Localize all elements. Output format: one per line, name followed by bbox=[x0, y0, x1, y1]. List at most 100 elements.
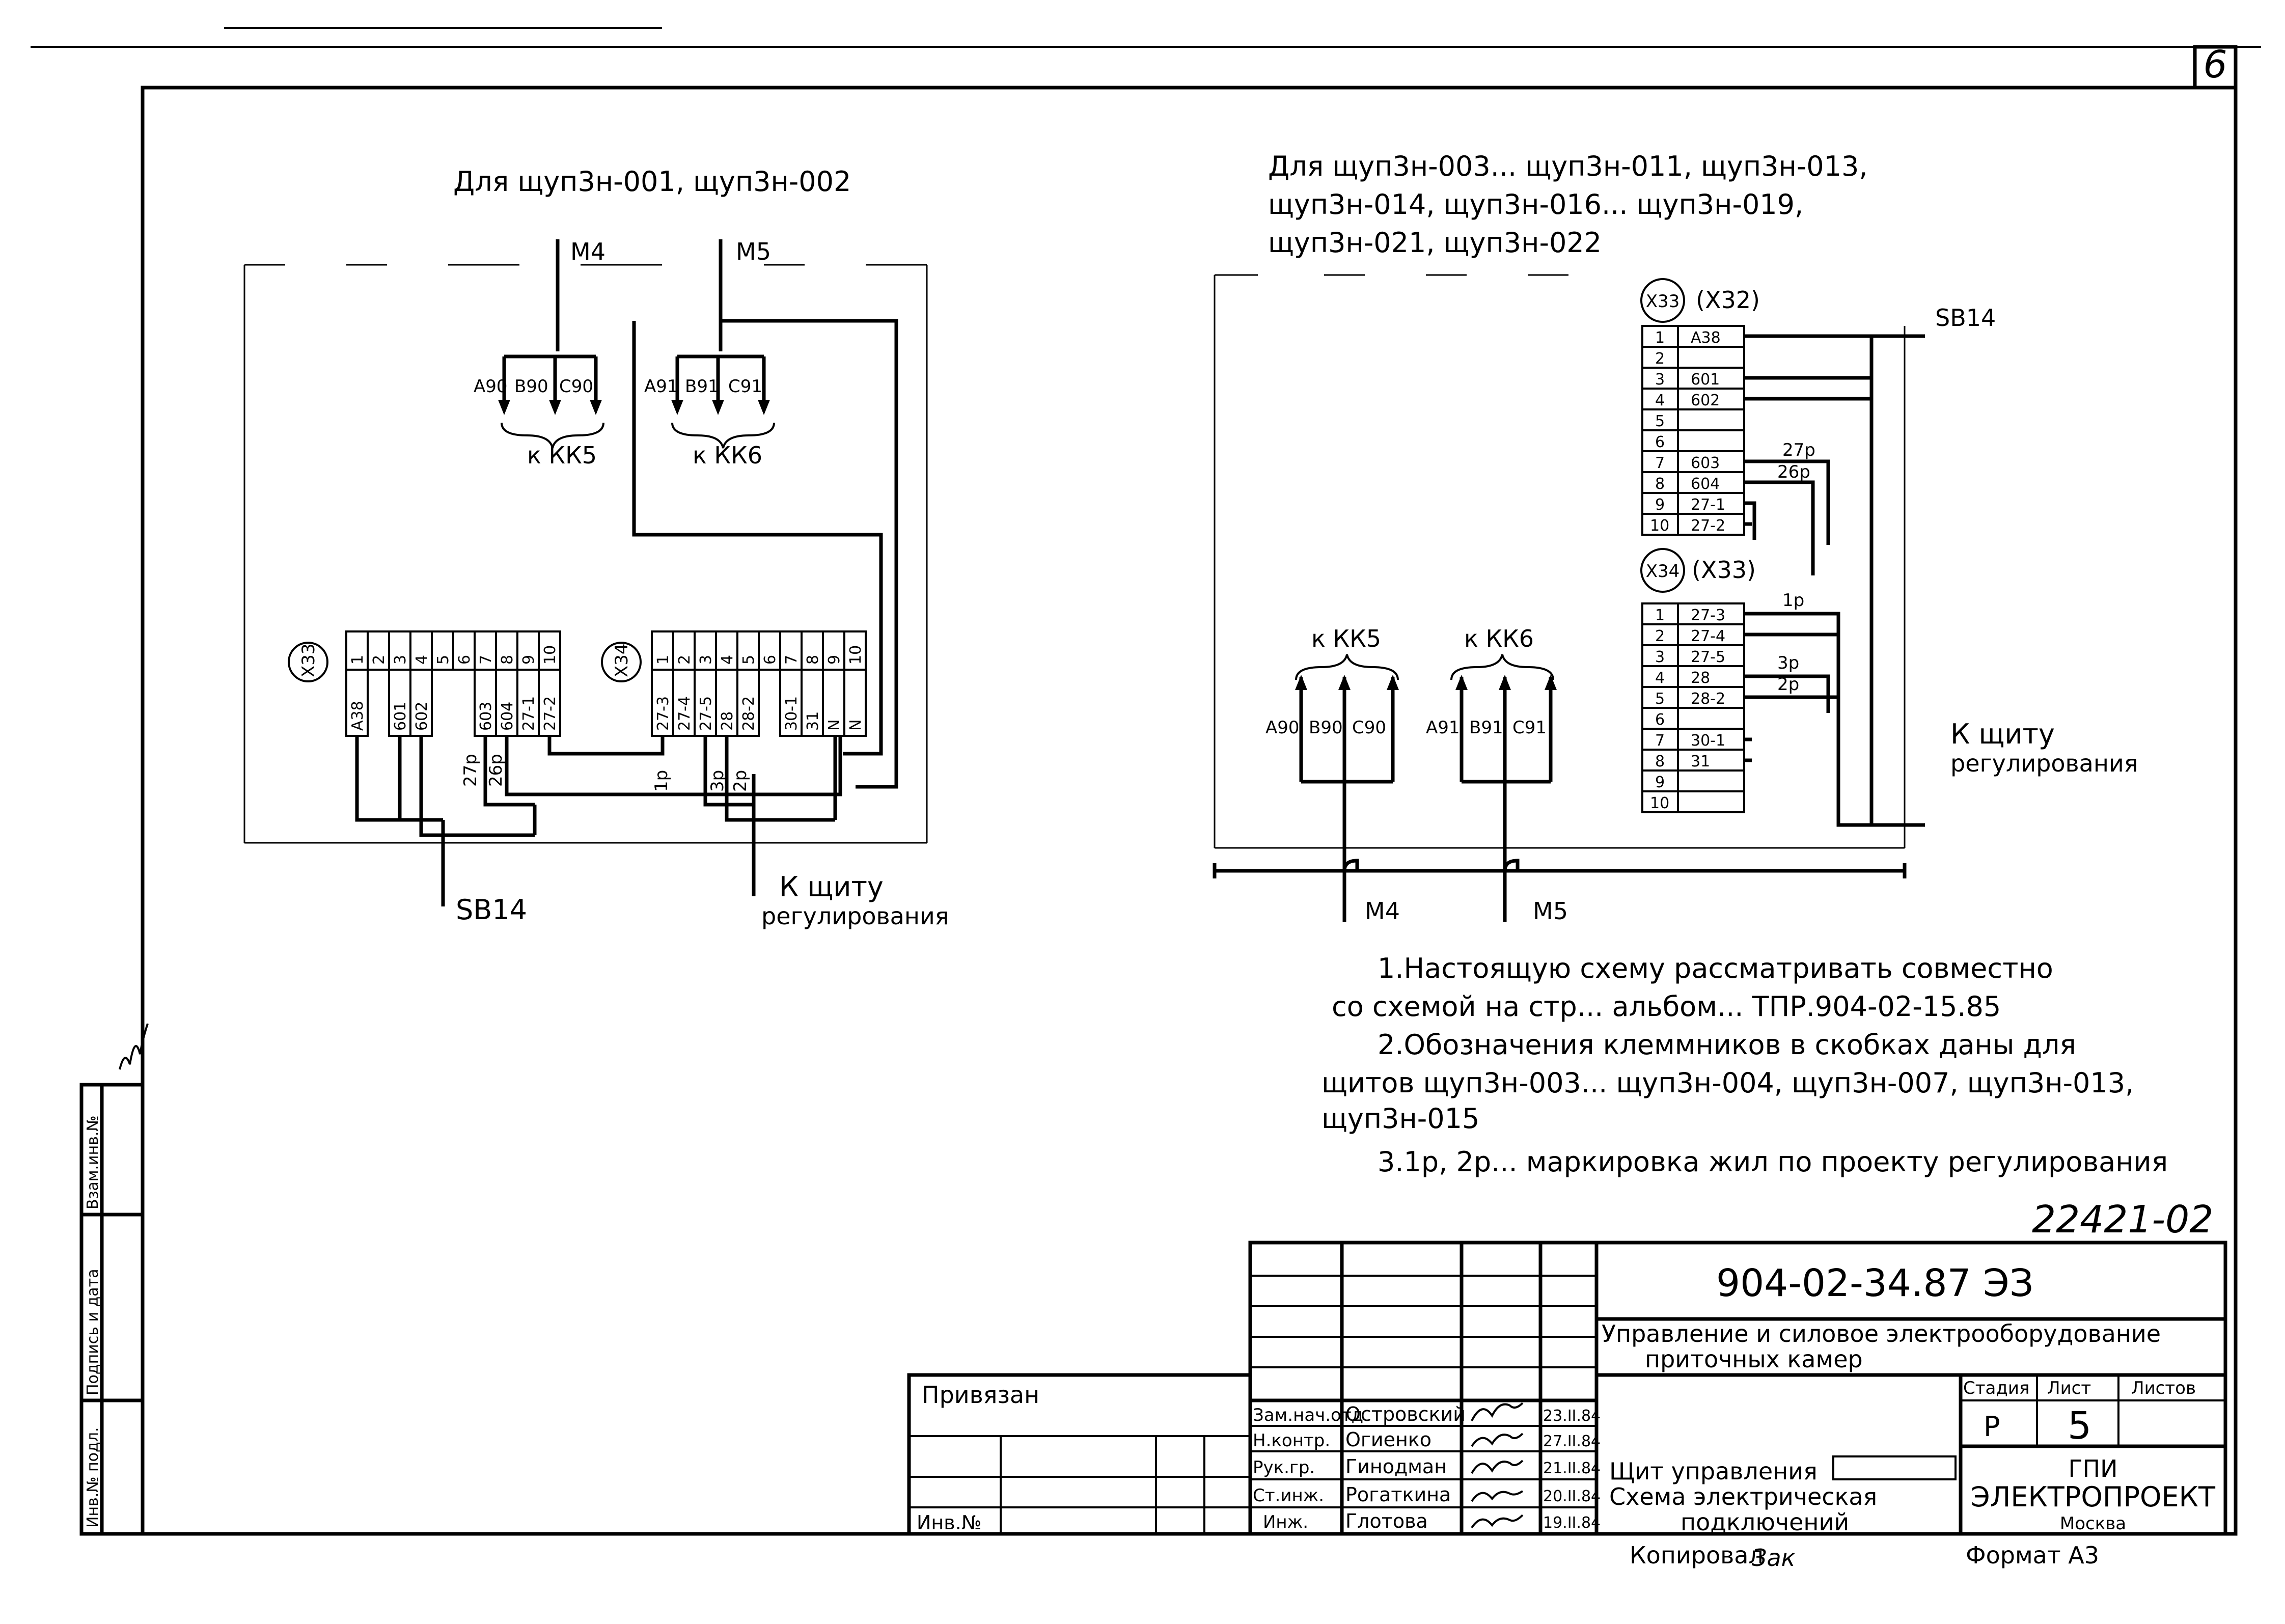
rb2-wire-27-3: 27-3 bbox=[1691, 607, 1725, 624]
x33-term-5: 5 bbox=[434, 655, 452, 665]
notes: 1.Настоящую схему рассматривать совместн… bbox=[1322, 952, 2168, 1178]
right-m5-label: М5 bbox=[1533, 897, 1568, 925]
right-to-panel-1: К щиту bbox=[1950, 718, 2055, 750]
x33-term-9: 9 bbox=[520, 655, 538, 665]
signature-5 bbox=[1471, 1514, 1524, 1529]
rb1-wire-27-2: 27-2 bbox=[1691, 517, 1725, 535]
right-phase-c91: С91 bbox=[1512, 718, 1547, 738]
inv-no-label: Инв.№ bbox=[917, 1511, 981, 1534]
rb1-num-6: 6 bbox=[1655, 433, 1665, 451]
copied-label: Копировал bbox=[1630, 1542, 1764, 1569]
left-phase-b91: В91 bbox=[685, 376, 719, 397]
x34-wire-31: 31 bbox=[804, 711, 822, 731]
drawing-title-2: Схема электрическая bbox=[1609, 1483, 1877, 1510]
note-3: 3.1р, 2р... маркировка жил по проекту ре… bbox=[1378, 1146, 2168, 1178]
note-2-line-3: щуп3н-015 bbox=[1322, 1103, 1479, 1135]
rb1-num-9: 9 bbox=[1655, 496, 1665, 514]
x34-term-6: 6 bbox=[761, 655, 779, 665]
left-brace-kk5 bbox=[501, 422, 604, 449]
left-title: Для щуп3н-001, щуп3н-002 bbox=[453, 166, 851, 198]
rb2-num-4: 4 bbox=[1655, 669, 1665, 687]
rb1-num-10: 10 bbox=[1650, 517, 1669, 535]
x34-term-8: 8 bbox=[804, 655, 822, 665]
name-ginodman: Гинодман bbox=[1345, 1455, 1447, 1478]
rb2-num-6: 6 bbox=[1655, 711, 1665, 729]
rb1-wire-27-1: 27-1 bbox=[1691, 496, 1725, 514]
right-sb14-label: SB14 bbox=[1935, 304, 1996, 332]
date-5: 19.II.84 bbox=[1543, 1514, 1601, 1532]
side-stamp: Инв.№ подл. Подпись и дата Взам.инв.№ bbox=[79, 1023, 149, 1536]
rb2-mark-1r: 1р bbox=[1782, 590, 1804, 611]
x34-wire-27-3: 27-3 bbox=[654, 696, 672, 731]
left-to-panel-2: регулирования bbox=[761, 902, 949, 930]
left-x33-circle bbox=[288, 642, 328, 682]
left-to-panel-1: К щиту bbox=[779, 871, 884, 903]
rb2-num-2: 2 bbox=[1655, 627, 1665, 645]
left-wire-26r bbox=[505, 736, 842, 796]
rb1-num-7: 7 bbox=[1655, 454, 1665, 472]
x34-wire-n1: N bbox=[825, 720, 843, 731]
stamp-inv-podl: Инв.№ подл. bbox=[84, 1427, 102, 1528]
drawing-frame bbox=[141, 86, 2238, 1536]
name-ostrovskiy: Островский bbox=[1345, 1403, 1466, 1425]
copied-signature: Зак bbox=[1752, 1544, 1796, 1572]
left-dest-kk6: к КК6 bbox=[693, 442, 762, 469]
org-line-2: ЭЛЕКТРОПРОЕКТ bbox=[1971, 1481, 2216, 1513]
stage-value: Р bbox=[1984, 1411, 2000, 1443]
rb1-num-1: 1 bbox=[1655, 329, 1665, 347]
drawing-title-1: Щит управления bbox=[1609, 1457, 1818, 1485]
rb2-num-9: 9 bbox=[1655, 774, 1665, 791]
rb2-wire-28: 28 bbox=[1691, 669, 1710, 687]
sheet-number: 6 bbox=[2203, 43, 2227, 87]
left-route-line-2 bbox=[632, 321, 883, 756]
right-phase-b90: В90 bbox=[1309, 718, 1343, 738]
x33-term-7: 7 bbox=[477, 655, 495, 665]
left-wire-1r bbox=[547, 736, 665, 756]
signature-4 bbox=[1471, 1490, 1524, 1502]
right-x33b-label: (Х33) bbox=[1692, 556, 1756, 584]
rb1-wire-601: 601 bbox=[1691, 371, 1720, 389]
right-phase-a90: А90 bbox=[1265, 718, 1300, 738]
rb2-mark-3r: 3р bbox=[1777, 653, 1799, 673]
stamp-signature-date: Подпись и дата bbox=[84, 1269, 102, 1396]
x33-term-3: 3 bbox=[392, 655, 409, 665]
right-dest-kk5: к КК5 bbox=[1311, 625, 1381, 652]
left-wire-27r bbox=[483, 736, 535, 807]
x34-term-1: 1 bbox=[654, 655, 672, 665]
rb1-num-4: 4 bbox=[1655, 392, 1665, 409]
privyazan-label: Привязан bbox=[922, 1381, 1039, 1409]
date-1: 23.II.84 bbox=[1543, 1407, 1601, 1425]
rb2-num-7: 7 bbox=[1655, 732, 1665, 750]
x34-wire-27-4: 27-4 bbox=[676, 696, 694, 731]
x33-wire-27-2: 27-2 bbox=[541, 696, 559, 731]
role-n-kontr: Н.контр. bbox=[1253, 1430, 1330, 1451]
left-route-line-1 bbox=[721, 319, 898, 789]
sheets-label: Листов bbox=[2131, 1378, 2196, 1398]
x33-wire-602: 602 bbox=[413, 702, 431, 731]
rb1-num-5: 5 bbox=[1655, 412, 1665, 430]
org-line-3: Москва bbox=[2060, 1513, 2126, 1534]
rb2-main-wire bbox=[1744, 612, 1925, 827]
right-cabinet-outline bbox=[1214, 274, 1906, 849]
date-2: 27.II.84 bbox=[1543, 1433, 1601, 1450]
x33-wire-601: 601 bbox=[392, 702, 409, 731]
project-code: 904-02-34.87 ЭЗ bbox=[1716, 1261, 2033, 1305]
right-brace-kk6 bbox=[1450, 654, 1554, 680]
rb2-wire-30-1: 30-1 bbox=[1691, 732, 1725, 750]
description-line-2: приточных камер bbox=[1645, 1345, 1863, 1373]
left-x33-block: 1 2 3 4 5 6 7 8 9 10 А38 601 602 603 604… bbox=[345, 630, 561, 737]
role-st-inzh: Ст.инж. bbox=[1253, 1485, 1324, 1506]
rb2-num-10: 10 bbox=[1650, 794, 1669, 812]
left-sb14-label: SB14 bbox=[456, 894, 527, 926]
note-1-line-1: 1.Настоящую схему рассматривать совместн… bbox=[1378, 952, 2053, 984]
left-dest-kk5: к КК5 bbox=[527, 442, 597, 469]
right-title-1: Для щуп3н-003... щуп3н-011, щуп3н-013, bbox=[1268, 150, 1868, 182]
org-line-1: ГПИ bbox=[2068, 1455, 2117, 1482]
rb1-num-8: 8 bbox=[1655, 475, 1665, 493]
left-phase-c91: С91 bbox=[728, 376, 762, 397]
role-zam-nach: Зам.нач.отд bbox=[1253, 1405, 1363, 1425]
right-to-panel-2: регулирования bbox=[1950, 750, 2138, 777]
m4-label: М4 bbox=[570, 238, 605, 265]
sheet-value: 5 bbox=[2068, 1404, 2091, 1448]
x34-term-4: 4 bbox=[719, 655, 736, 665]
